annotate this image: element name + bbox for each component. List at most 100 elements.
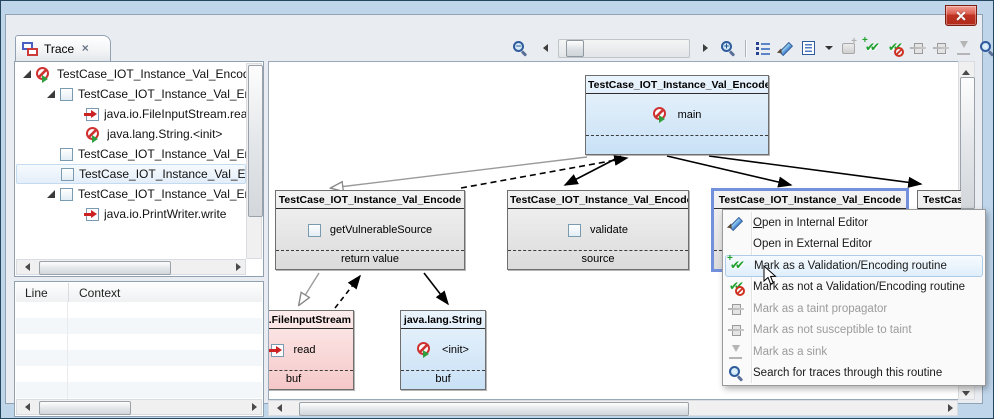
tree-row[interactable]: java.lang.String.<init> — [16, 124, 246, 144]
tree-row-label: TestCase_IOT_Instance_Val_Encode — [78, 87, 246, 101]
tree-row[interactable]: TestCase_IOT_Instance_Val_Encode.main — [16, 64, 246, 84]
tree-vertical-scrollbar[interactable] — [246, 63, 263, 259]
node-title: TestCase_IOT_Instance_Val_Encode — [586, 76, 768, 94]
menu-item-icon — [728, 236, 744, 252]
tree-row-icon — [86, 126, 102, 143]
tree-row[interactable]: TestCase_IOT_Instance_Val_Encode — [16, 84, 246, 104]
checkbox-icon — [568, 223, 582, 237]
menu-item-icon — [728, 215, 744, 231]
tree-hscroll-right-icon[interactable] — [230, 260, 245, 274]
expander-icon[interactable] — [47, 169, 58, 180]
tree-row[interactable]: java.io.FileInputStream.read — [16, 104, 246, 124]
node-title: TestCase_IOT_Instance_Val_Encode — [918, 191, 961, 209]
zoom-slider[interactable] — [558, 38, 690, 58]
report-dropdown-icon[interactable] — [824, 40, 834, 56]
menu-item-icon — [728, 322, 744, 338]
menu-item[interactable]: Mark as not a Validation/Encoding routin… — [723, 277, 985, 299]
tree-hscroll-thumb[interactable] — [39, 261, 171, 275]
diagram-hscroll-right-icon[interactable] — [942, 401, 957, 415]
node-footer — [586, 135, 768, 154]
node-title: TestCase_IOT_Instance_Val_Encode — [508, 191, 688, 209]
context-menu: Open in Internal Editor Open in External… — [722, 209, 986, 386]
diagram-horizontal-scrollbar[interactable] — [268, 400, 958, 416]
snapshot-icon — [841, 36, 857, 56]
node-validate[interactable]: TestCase_IOT_Instance_Val_Encode validat… — [507, 190, 689, 270]
menu-item-label: Mark as not a Validation/Encoding routin… — [753, 281, 966, 294]
tree-vscroll-thumb[interactable] — [248, 65, 263, 217]
tree-row[interactable]: java.io.PrintWriter.write — [16, 204, 246, 224]
tab-trace[interactable]: Trace × — [15, 35, 111, 61]
menu-item-label: Open in External Editor — [753, 238, 872, 251]
node-fileinputstream[interactable]: java.io.FileInputStream read buf — [269, 310, 354, 390]
menu-item[interactable]: Mark as a sink — [723, 341, 985, 363]
tree-row[interactable]: TestCase_IOT_Instance_Val_Encode — [16, 184, 246, 204]
menu-item[interactable]: Mark as not susceptible to taint — [723, 320, 985, 342]
node-getvulnerablesource[interactable]: TestCase_IOT_Instance_Val_Encode getVuln… — [275, 190, 465, 270]
tree-row-label: TestCase_IOT_Instance_Val_Encode.main — [57, 67, 246, 81]
expander-icon[interactable] — [46, 149, 57, 160]
table-header: Line Context — [16, 283, 262, 303]
slider-scroll-right-icon[interactable] — [697, 40, 713, 56]
search-icon[interactable] — [979, 40, 993, 56]
node-main[interactable]: TestCase_IOT_Instance_Val_Encode main — [585, 75, 769, 155]
diagram-vscroll-down-icon[interactable] — [959, 385, 974, 399]
menu-item[interactable]: Mark as a Validation/Encoding routine — [725, 253, 983, 277]
menu-item-label: Mark as a taint propagator — [753, 302, 888, 315]
expander-icon[interactable] — [72, 129, 83, 140]
zoom-out-icon[interactable] — [512, 40, 528, 56]
tree-row[interactable]: TestCase_IOT_Instance_Val_Encode — [16, 144, 246, 164]
menu-item[interactable]: Mark as a taint propagator — [723, 298, 985, 320]
show-outline-list-icon[interactable] — [755, 40, 771, 56]
node-footer: return value — [276, 250, 464, 269]
tab-close-icon[interactable]: × — [81, 40, 89, 55]
edit-pencil-icon[interactable] — [778, 40, 794, 56]
table-horizontal-scrollbar[interactable] — [16, 399, 262, 415]
table-hscroll-right-icon[interactable] — [246, 400, 261, 414]
diagram-vscroll-up-icon[interactable] — [959, 62, 974, 76]
menu-item-label: Open in Internal Editor — [753, 216, 869, 229]
table-hscroll-thumb[interactable] — [39, 401, 131, 415]
not-susceptible-icon — [933, 40, 949, 56]
slider-scroll-left-icon[interactable] — [535, 40, 551, 56]
tree-row-label: TestCase_IOT_Instance_Val_Encode — [79, 167, 245, 181]
tree-row-icon — [61, 168, 74, 181]
node-title: TestCase_IOT_Instance_Val_Encode — [276, 191, 464, 209]
tree-hscroll-left-icon[interactable] — [17, 260, 32, 274]
node-string-init[interactable]: java.lang.String <init> buf — [400, 310, 486, 390]
tree-row-label: java.io.FileInputStream.read — [104, 107, 246, 121]
window-content: Trace × — [5, 14, 991, 417]
menu-item-icon — [728, 301, 744, 317]
no-entry-icon — [652, 107, 669, 123]
expander-icon[interactable] — [46, 89, 57, 100]
tree-row-label: TestCase_IOT_Instance_Val_Encode — [78, 187, 246, 201]
tree-row-icon — [84, 108, 99, 121]
report-document-icon[interactable] — [801, 40, 817, 56]
expander-icon[interactable] — [72, 109, 83, 120]
expander-icon[interactable] — [72, 209, 83, 220]
zoom-slider-thumb[interactable] — [566, 39, 584, 57]
menu-item[interactable]: Search for traces through this routine — [723, 363, 985, 385]
tree-row-icon — [36, 66, 52, 83]
sink-icon — [956, 40, 972, 56]
mark-not-validation-icon[interactable] — [887, 40, 904, 57]
menu-item[interactable]: Open in External Editor — [723, 234, 985, 256]
diagram-vscroll-thumb[interactable] — [960, 77, 975, 209]
column-header-context[interactable]: Context — [68, 283, 262, 302]
diagram-hscroll-left-icon[interactable] — [269, 401, 284, 415]
expander-icon[interactable] — [22, 69, 33, 80]
tree-row[interactable]: TestCase_IOT_Instance_Val_Encode — [16, 164, 246, 184]
menu-item-label: Mark as a sink — [753, 345, 828, 358]
column-header-line[interactable]: Line — [25, 285, 48, 300]
tree-horizontal-scrollbar[interactable] — [16, 259, 246, 275]
window-close-button[interactable] — [945, 5, 977, 26]
menu-item-icon — [728, 344, 744, 360]
table-hscroll-left-icon[interactable] — [17, 400, 32, 414]
expander-icon[interactable] — [46, 189, 57, 200]
menu-item[interactable]: Open in Internal Editor — [723, 212, 985, 234]
node-footer: buf — [401, 370, 485, 389]
zoom-in-icon[interactable] — [720, 40, 736, 56]
taint-propagator-icon — [910, 40, 926, 56]
mark-validation-icon[interactable] — [862, 35, 880, 56]
diagram-hscroll-thumb[interactable] — [299, 402, 689, 416]
tree-row-icon — [60, 88, 73, 101]
